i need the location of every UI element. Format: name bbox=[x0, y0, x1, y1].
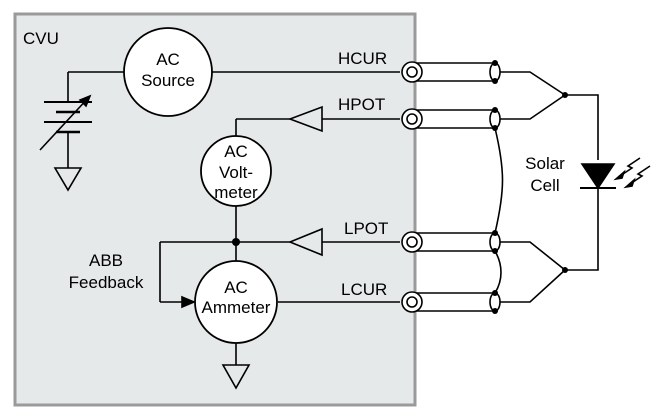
ac-source-label-1: AC bbox=[156, 50, 180, 69]
ac-voltmeter-label-3: meter bbox=[214, 183, 258, 202]
lcur-connector-icon bbox=[401, 291, 423, 313]
abb-arrow-icon bbox=[181, 295, 197, 309]
solar-cell-label-2: Cell bbox=[530, 176, 559, 195]
hcur-connector-icon bbox=[401, 61, 423, 83]
abb-label-2: Feedback bbox=[69, 273, 144, 292]
ammeter-ground-icon bbox=[221, 364, 251, 390]
junction-dots bbox=[232, 60, 568, 314]
cvu-label: CVU bbox=[23, 29, 59, 48]
ac-source-circle bbox=[123, 27, 213, 117]
cvu-box bbox=[13, 12, 417, 407]
coax-cables bbox=[412, 62, 504, 312]
lpot-label: LPOT bbox=[344, 219, 388, 238]
ac-voltmeter-label-1: AC bbox=[224, 142, 248, 161]
lpot-connector-icon bbox=[401, 231, 423, 253]
ac-voltmeter-label-2: Volt- bbox=[219, 163, 253, 182]
hpot-label: HPOT bbox=[338, 95, 385, 114]
lcur-label: LCUR bbox=[341, 280, 387, 299]
hcur-label: HCUR bbox=[338, 49, 387, 68]
hpot-connector-icon bbox=[401, 108, 423, 130]
ac-voltmeter-circle bbox=[200, 135, 272, 207]
ac-ammeter-label-2: Ammeter bbox=[202, 298, 271, 317]
ac-source-label-2: Source bbox=[141, 71, 195, 90]
abb-label-1: ABB bbox=[89, 251, 123, 270]
ground-icon bbox=[53, 167, 83, 192]
solar-cell-diode-icon bbox=[580, 157, 651, 190]
variable-battery-icon bbox=[39, 71, 124, 168]
solar-cell-label-1: Solar bbox=[525, 154, 565, 173]
ac-ammeter-circle bbox=[194, 260, 278, 344]
ac-ammeter-label-1: AC bbox=[224, 278, 248, 297]
